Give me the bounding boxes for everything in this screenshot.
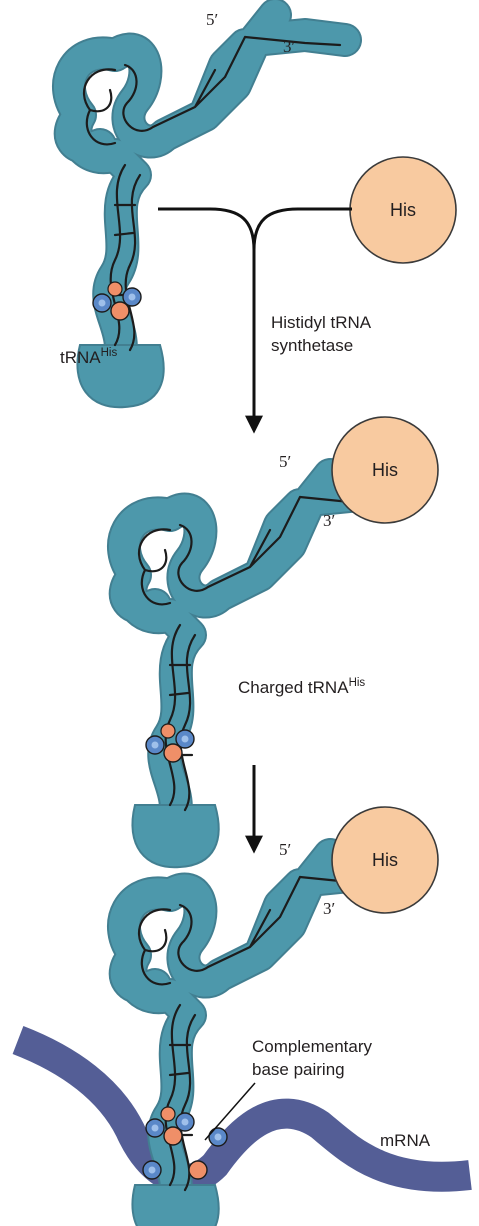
histidine-attached-1: His [332,417,438,523]
histidine-label-2: His [372,460,398,480]
mrna-label: mRNA [380,1131,431,1150]
three-prime-label-2: 3′ [323,511,335,530]
histidine-label-3: His [372,850,398,870]
complementary-label-line2: base pairing [252,1060,345,1079]
enzyme-label-line2: synthetase [271,336,353,355]
enzyme-label-line1: Histidyl tRNA [271,313,372,332]
five-prime-label-3: 5′ [279,840,291,859]
merge-bracket [158,209,352,250]
three-prime-label-1: 3′ [283,37,295,56]
histidine-label-1: His [390,200,416,220]
five-prime-label-1: 5′ [206,10,218,29]
five-prime-label-2: 5′ [279,452,291,471]
trna-charged [124,475,400,867]
charged-trna-label: Charged tRNAHis [238,677,365,697]
mrna-strand [18,1040,470,1179]
histidine-free: His [350,157,456,263]
histidine-attached-2: His [332,807,438,913]
three-prime-label-3: 3′ [323,899,335,918]
complementary-label-line1: Complementary [252,1037,372,1056]
